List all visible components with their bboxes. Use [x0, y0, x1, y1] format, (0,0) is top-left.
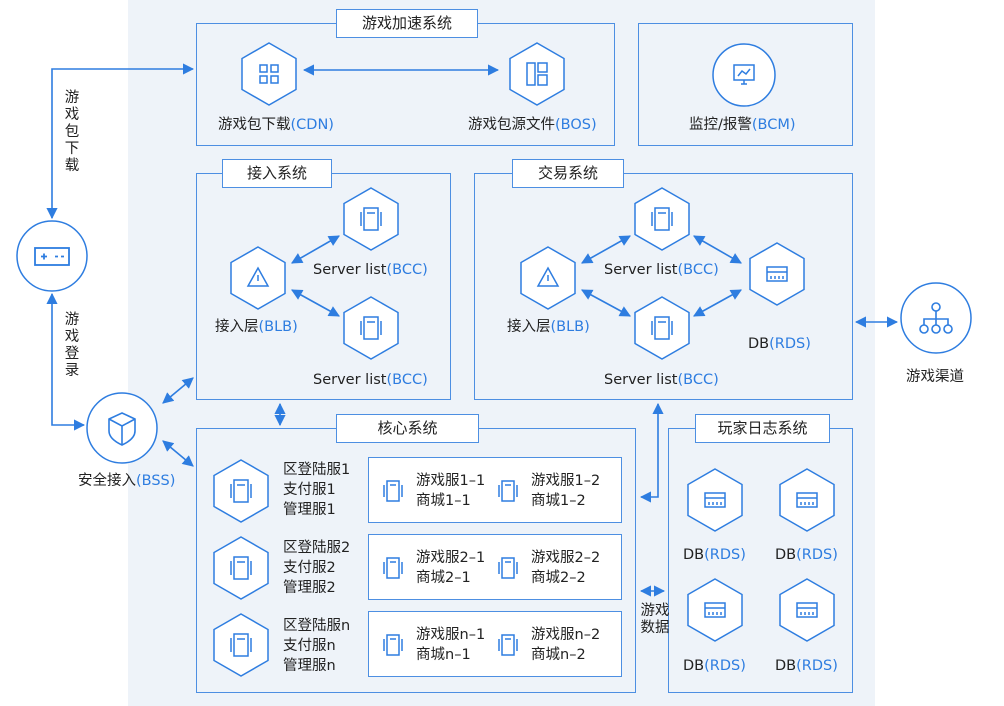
server-icon	[382, 633, 404, 661]
log-db1-hex	[685, 467, 745, 537]
server-icon	[651, 207, 673, 231]
arrow-trade-bcc1-db	[693, 235, 742, 264]
server-icon	[382, 556, 404, 584]
download-vertical-label: 游戏包下载	[64, 90, 80, 174]
login-vertical-label: 游戏登录	[64, 312, 80, 379]
game-server-group-1	[368, 457, 622, 523]
database-icon	[766, 266, 788, 282]
access-blb-hex	[228, 245, 288, 315]
core-row1-hex	[211, 458, 271, 528]
core-row2-hex	[211, 535, 271, 605]
org-chart-icon	[919, 302, 953, 334]
access-blb-label: 接入层(BLB)	[215, 319, 298, 335]
channel-circle	[899, 281, 973, 359]
access-bcc2-hex	[341, 295, 401, 365]
arrow-trade-bcc2-db	[693, 289, 742, 317]
server-icon	[497, 479, 519, 507]
arrow-download	[46, 63, 195, 220]
bos-label: 游戏包源文件(BOS)	[468, 117, 597, 133]
arrow-bss-access	[162, 377, 194, 404]
trade-blb-label: 接入层(BLB)	[507, 319, 590, 335]
server-icon	[360, 316, 382, 340]
game-server-group-n	[368, 611, 622, 677]
monitor-label: 监控/报警(BCM)	[689, 117, 796, 133]
access-system-title: 接入系统	[222, 159, 332, 188]
trade-system-box	[474, 173, 853, 400]
database-icon	[704, 492, 726, 508]
server-icon	[230, 633, 252, 657]
game-acceleration-title: 游戏加速系统	[336, 9, 478, 38]
game-data-label: 游戏数据	[640, 603, 670, 636]
trade-bcc2-hex	[632, 295, 692, 365]
arrow-trade-blb-bcc1	[581, 235, 631, 264]
balancer-icon	[536, 266, 560, 287]
gamepad-circle	[15, 219, 89, 297]
database-icon	[796, 492, 818, 508]
trade-db-label: DB(RDS)	[748, 336, 811, 352]
log-db4-label: DB(RDS)	[775, 658, 838, 674]
log-db2-hex	[777, 467, 837, 537]
server-icon	[230, 556, 252, 580]
monitor-circle	[711, 42, 777, 112]
database-icon	[704, 602, 726, 618]
grid-icon	[259, 64, 279, 84]
cdn-label: 游戏包下载(CDN)	[218, 117, 334, 133]
arrow-trade-blb-bcc2	[581, 289, 631, 317]
trade-bcc1-label: Server list(BCC)	[604, 262, 719, 278]
trade-bcc2-label: Server list(BCC)	[604, 372, 719, 388]
bos-hex	[507, 41, 567, 111]
log-db1-label: DB(RDS)	[683, 547, 746, 563]
gamepad-icon	[34, 247, 70, 266]
channel-label: 游戏渠道	[906, 369, 964, 385]
arrow-access-blb-bcc1	[291, 235, 340, 264]
trade-db-hex	[747, 241, 807, 311]
arrow-trade-core	[639, 402, 664, 503]
arrow-bss-core	[162, 440, 194, 467]
trade-bcc1-hex	[632, 186, 692, 256]
trade-blb-hex	[518, 245, 578, 315]
core-row3-hex	[211, 612, 271, 682]
arrow-login	[46, 292, 86, 431]
log-db2-label: DB(RDS)	[775, 547, 838, 563]
access-bcc2-label: Server list(BCC)	[313, 372, 428, 388]
monitor-box	[638, 23, 853, 146]
server-icon	[651, 316, 673, 340]
balancer-icon	[246, 266, 270, 287]
access-bcc1-hex	[341, 186, 401, 256]
server-icon	[230, 479, 252, 503]
server-icon	[497, 633, 519, 661]
log-db4-hex	[777, 577, 837, 647]
trade-system-title: 交易系统	[512, 159, 624, 188]
database-icon	[796, 602, 818, 618]
server-icon	[497, 556, 519, 584]
cdn-hex	[239, 41, 299, 111]
player-log-title: 玩家日志系统	[695, 414, 830, 443]
server-icon	[360, 207, 382, 231]
arrow-access-blb-bcc2	[291, 289, 340, 317]
monitor-icon	[733, 64, 755, 85]
access-bcc1-label: Server list(BCC)	[313, 262, 428, 278]
log-db3-hex	[685, 577, 745, 647]
server-icon	[382, 479, 404, 507]
log-db3-label: DB(RDS)	[683, 658, 746, 674]
bss-label: 安全接入(BSS)	[78, 473, 176, 489]
game-server-group-2	[368, 534, 622, 600]
shield-icon	[108, 412, 136, 446]
file-icon	[526, 62, 548, 86]
core-system-title: 核心系统	[336, 414, 479, 443]
bss-circle	[85, 391, 159, 469]
